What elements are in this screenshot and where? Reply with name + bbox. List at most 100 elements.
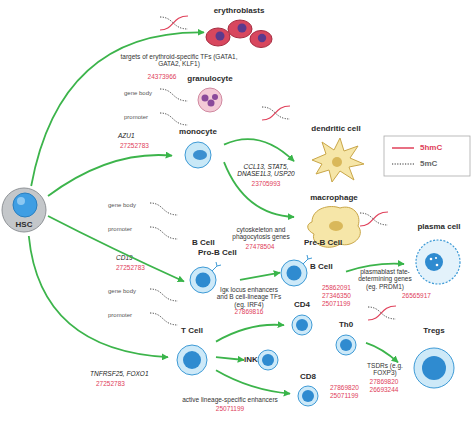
cell-node: plasma cell <box>404 222 474 292</box>
mc-curve <box>368 307 396 319</box>
reference-number: 25071199 <box>210 405 250 412</box>
legend-line-sample <box>392 164 414 165</box>
mc-curve <box>160 89 188 101</box>
plot-label: gene body <box>124 90 160 97</box>
gene-label: AZU1 <box>118 132 158 139</box>
dendritic-cell-shape <box>312 138 364 182</box>
cell-label: iNK <box>244 355 260 364</box>
lymphocyte-cell <box>292 315 312 335</box>
cell-label: granulocyte <box>182 74 238 83</box>
lineage-arrow <box>224 162 294 217</box>
cell-node: iNK <box>244 344 280 376</box>
cell-nucleus <box>216 32 225 41</box>
reference-number: 27252783 <box>116 264 156 271</box>
annotation-text: TSDRs (e.g. FOXP3) <box>362 362 408 377</box>
chromatin-dot <box>435 257 437 259</box>
cell-node: Tregs <box>398 326 470 392</box>
legend-label: 5hmC <box>420 143 442 152</box>
cell-node: T Cell <box>168 326 216 378</box>
cell-nucleus <box>329 221 343 231</box>
mc-curve <box>150 313 178 325</box>
reference-number: 25071199 <box>322 300 358 307</box>
plot-label: promoter <box>108 226 144 233</box>
methylation-plot <box>160 16 188 30</box>
lineage-arrow <box>48 216 184 282</box>
methylation-plot <box>262 106 290 120</box>
reference-number: 27478504 <box>240 243 280 250</box>
nucleus-lobe <box>212 94 218 100</box>
methylation-plot <box>160 113 188 125</box>
cell-nucleus <box>332 157 342 167</box>
cell-label: dendritic cell <box>294 124 378 133</box>
cell-nucleus <box>258 34 266 42</box>
cell-node: monocyte <box>172 127 224 171</box>
lineage-arrow <box>346 264 404 272</box>
lineage-arrow <box>366 343 398 363</box>
lymphocyte-cell <box>414 348 454 388</box>
lineage-arrow <box>240 273 280 280</box>
receptor-symbol <box>212 262 221 271</box>
hmc-curve <box>262 106 290 120</box>
annotation-text: cytoskeleton and phagocytosis genes <box>226 226 296 241</box>
reference-number: 27252783 <box>96 380 136 387</box>
lymphocyte-cell <box>336 335 356 355</box>
cell-label: B Cell <box>192 238 232 247</box>
cell-nucleus <box>193 150 207 160</box>
cell-node: CD4 <box>284 300 320 336</box>
cell-label: Tregs <box>398 326 470 335</box>
cell-nucleus <box>425 253 443 271</box>
cell-label: CD8 <box>290 372 326 381</box>
cell-node: CD8 <box>290 372 326 408</box>
hmc-curve <box>368 306 396 320</box>
plot-label: promoter <box>108 312 144 319</box>
cell-nucleus <box>340 339 352 351</box>
mc-curve <box>360 213 388 225</box>
methylation-plot <box>150 313 178 325</box>
hmc-curve <box>360 212 388 226</box>
lymphocyte-cell <box>258 350 278 370</box>
reference-number: 26565917 <box>402 292 442 299</box>
lymphocyte-cell <box>298 386 318 406</box>
methylation-plot <box>150 227 178 239</box>
chromatin-dot <box>436 264 439 267</box>
cell-label: monocyte <box>172 127 224 136</box>
cell-nucleus <box>238 24 247 33</box>
methylation-plot <box>160 89 188 101</box>
reference-number: 27252783 <box>120 142 160 149</box>
lineage-arrow <box>48 155 172 196</box>
lineage-arrow <box>216 357 244 360</box>
cell-nucleus <box>296 319 308 331</box>
cell-nucleus <box>196 273 211 288</box>
gene-label: CD19 <box>116 254 156 261</box>
plot-label: gene body <box>108 288 144 295</box>
lineage-arrow <box>216 325 284 342</box>
mc-curve <box>150 289 178 301</box>
methylation-plot <box>150 203 178 215</box>
nucleus-lobe <box>202 95 209 102</box>
cell-node: dendritic cell <box>294 124 378 186</box>
cell-nucleus <box>422 356 446 380</box>
plasma-cell-body <box>416 240 460 284</box>
erythroblast-cell <box>228 20 252 38</box>
reference-number: 26693244 <box>364 386 404 393</box>
cell-label: CD4 <box>284 300 320 309</box>
cell-node: HSC <box>0 186 48 236</box>
chromatin-dot <box>430 258 433 261</box>
reference-number: 24373966 <box>144 73 180 80</box>
annotation-text: targets of erythroid-specific TFs (GATA1… <box>120 53 238 68</box>
reference-number: 27346350 <box>322 292 358 299</box>
cell-label: erythroblasts <box>204 6 274 15</box>
erythroblast-cell <box>206 28 230 46</box>
cell-label: HSC <box>0 220 48 229</box>
nucleus-highlight <box>17 197 25 205</box>
methylation-plot <box>150 289 178 301</box>
reference-number: 25071199 <box>330 392 366 399</box>
monocyte-cell <box>185 142 211 168</box>
mc-curve <box>160 113 188 125</box>
reference-number: 27869820 <box>330 384 366 391</box>
methylation-plot <box>360 212 388 226</box>
hmc-curve <box>160 16 188 30</box>
cell-nucleus <box>262 354 274 366</box>
cell-label: plasma cell <box>404 222 474 231</box>
